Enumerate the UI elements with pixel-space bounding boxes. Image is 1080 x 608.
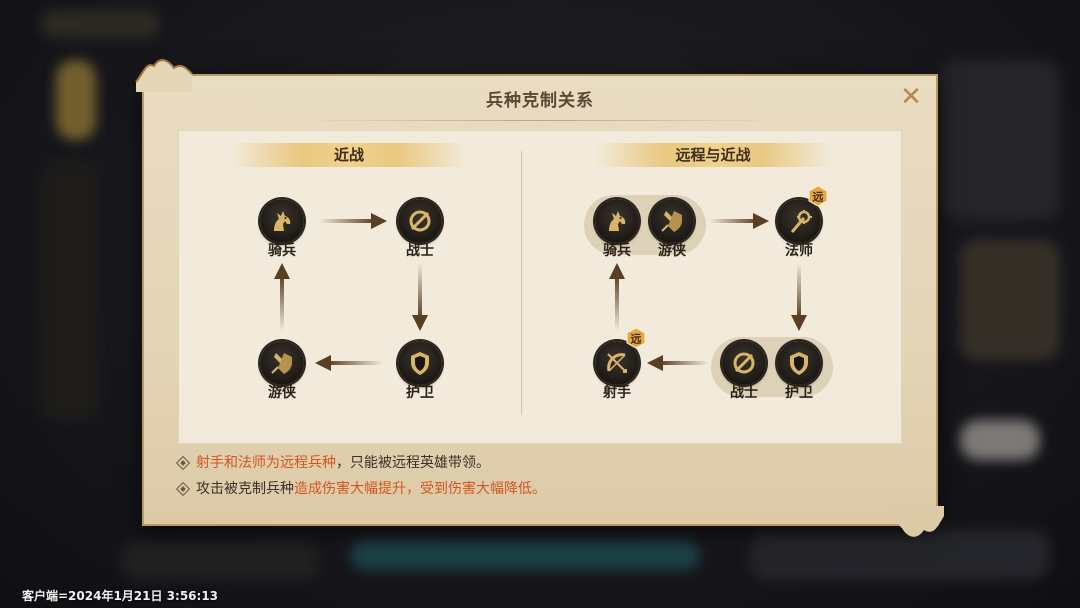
- diamond-bullet-icon: [175, 455, 191, 471]
- unit-label: 射手: [603, 385, 631, 401]
- section-divider: [521, 151, 522, 415]
- notes: 射手和法师为远程兵种，只能被远程英雄带领。 攻击被克制兵种造成伤害大幅提升，受到…: [175, 450, 546, 502]
- badge-label: 远: [631, 333, 642, 346]
- close-icon: ✕: [900, 82, 922, 112]
- ranged-badge: 远: [808, 185, 828, 207]
- unit-label: 游侠: [268, 385, 296, 401]
- horse-icon: [609, 211, 626, 231]
- client-timestamp: 客户端=2024年1月21日 3:56:13: [22, 589, 219, 603]
- unit-label: 游侠: [658, 243, 686, 259]
- ranger-icon: [661, 211, 682, 232]
- note-highlight: 射手和法师为远程兵种: [196, 455, 336, 471]
- unit-label: 骑兵: [268, 243, 296, 259]
- arrow-guard-to-ranger: [315, 355, 383, 371]
- bow-icon: [607, 353, 627, 373]
- mage-staff-icon: [790, 210, 812, 233]
- horse-icon: [274, 211, 291, 231]
- unit-cavalry[interactable]: 骑兵: [592, 199, 642, 259]
- unit-warrior[interactable]: 战士: [395, 199, 445, 259]
- title-divider: [302, 120, 778, 121]
- unit-label: 护卫: [785, 385, 813, 401]
- guard-shield-icon: [411, 352, 429, 375]
- badge-label: 远: [813, 191, 824, 204]
- unit-guard[interactable]: 护卫: [395, 341, 445, 401]
- shield-slash-icon: [733, 352, 755, 374]
- unit-archer[interactable]: 射手: [592, 341, 642, 401]
- unit-mage[interactable]: 法师: [774, 199, 824, 259]
- shield-slash-icon: [409, 210, 431, 232]
- note-text: ，只能被远程英雄带领。: [336, 455, 490, 471]
- note-text: 攻击被克制兵种: [196, 481, 294, 497]
- arrow-cavalry-to-warrior: [319, 213, 387, 229]
- unit-cavalry[interactable]: 骑兵: [257, 199, 307, 259]
- unit-label: 战士: [730, 385, 758, 401]
- guard-shield-icon: [790, 352, 808, 375]
- unit-label: 法师: [785, 243, 813, 259]
- unit-ranger[interactable]: 游侠: [257, 341, 307, 401]
- unit-counter-dialog: 兵种克制关系 ✕ 近战 骑兵 战士: [135, 59, 944, 537]
- arrow-archer-to-group: [609, 263, 625, 331]
- diamond-bullet-icon: [175, 481, 191, 497]
- ranger-icon: [271, 353, 292, 374]
- unit-ranger[interactable]: 游侠: [647, 199, 697, 259]
- note-line-1: 射手和法师为远程兵种，只能被远程英雄带领。: [175, 450, 546, 476]
- counter-diagram-panel: 近战 骑兵 战士: [178, 130, 902, 444]
- unit-label: 护卫: [406, 385, 434, 401]
- close-button[interactable]: ✕: [898, 84, 924, 110]
- unit-guard[interactable]: 护卫: [774, 341, 824, 401]
- section-title-ranged: 远程与近战: [593, 143, 833, 167]
- arrow-ranger-to-cavalry: [274, 263, 290, 331]
- ranged-badge: 远: [626, 327, 646, 349]
- section-title-melee: 近战: [229, 143, 469, 167]
- arrow-warrior-to-guard: [412, 263, 428, 331]
- note-highlight: 造成伤害大幅提升，受到伤害大幅降低。: [294, 481, 546, 497]
- unit-label: 骑兵: [603, 243, 631, 259]
- note-line-2: 攻击被克制兵种造成伤害大幅提升，受到伤害大幅降低。: [175, 476, 546, 502]
- unit-label: 战士: [406, 243, 434, 259]
- unit-warrior[interactable]: 战士: [719, 341, 769, 401]
- arrow-mage-to-group: [791, 263, 807, 331]
- arrow-group-to-mage: [709, 213, 769, 229]
- arrow-group-to-archer: [647, 355, 709, 371]
- dialog-title: 兵种克制关系: [486, 91, 594, 111]
